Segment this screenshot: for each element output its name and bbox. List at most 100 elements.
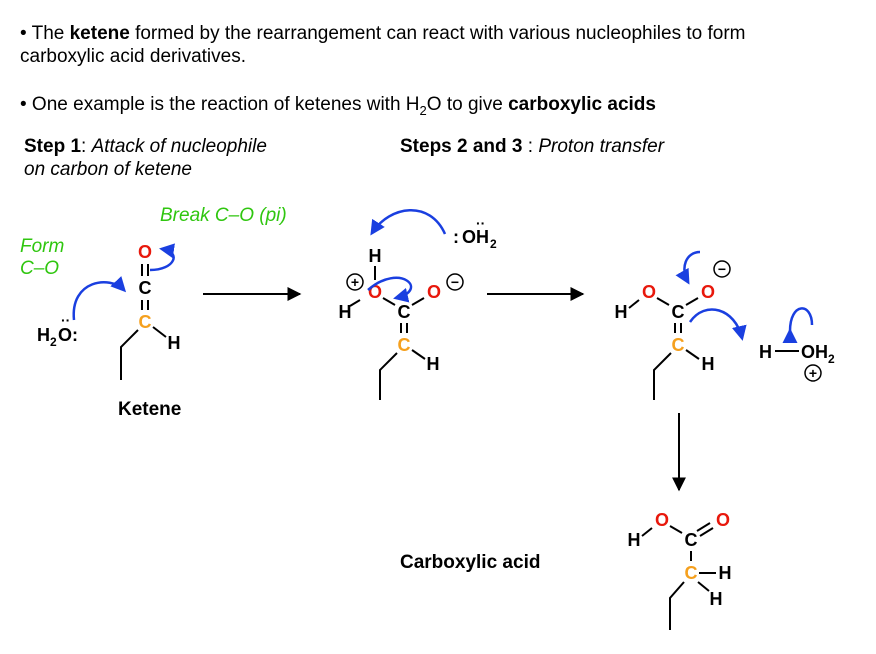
step1-sep: : [81, 136, 92, 157]
acid-ch-bond-2 [697, 581, 710, 592]
acid-hydroxyl-oxygen: O [655, 510, 669, 530]
break-annotation: Break C–O (pi) [160, 205, 287, 226]
acid-ho-bond [641, 527, 653, 537]
enol-ch-bond [685, 349, 700, 360]
intermediate-carbon: C [398, 302, 411, 322]
step23-heading: Steps 2 and 3 : Proton transfer [400, 136, 664, 158]
enol-protonation-arrow [688, 308, 747, 341]
intermediate-plus-charge-circle [346, 273, 364, 291]
intermediate-ethyl-chain [379, 352, 398, 400]
ketene-carbon: C [139, 278, 152, 298]
enol-oc-bond [656, 297, 670, 306]
water-lone-pair: ·· [61, 312, 70, 328]
step1-bold: Step 1 [24, 136, 82, 157]
enol-minus-charge: − [718, 261, 726, 277]
enol-intermediate: H O C O − C H [615, 260, 731, 400]
hydronium-plus-circle [804, 364, 822, 382]
acid-hydrogen-2: H [710, 589, 723, 609]
acid-carbonyl-carbon: C [685, 530, 698, 550]
acid-hydrogen-1: H [719, 563, 732, 583]
intermediate-top-hydrogen: H [369, 246, 382, 266]
hydronium-subscript: 2 [828, 352, 835, 366]
water-hydrogen: H [37, 325, 50, 345]
bullet-1-line2: carboxylic acid derivatives. [20, 46, 246, 67]
intermediate-alpha-carbon: C [398, 335, 411, 355]
hydronium-plus: + [809, 365, 817, 381]
bullet-2-mid: O to give [426, 94, 509, 115]
hydronium-hydrogen: H [759, 342, 772, 362]
ketene-hydrogen: H [168, 333, 181, 353]
carboxylic-acid-label: Carboxylic acid [400, 552, 541, 573]
water-molecule: H 2 O: ·· [37, 312, 78, 349]
hydronium-ion: H OH 2 + [759, 342, 835, 382]
intermediate-minus-charge: − [451, 274, 459, 290]
nucleophile-attack-arrow [72, 276, 127, 321]
step23-bold: Steps 2 and 3 [400, 136, 523, 157]
water-2: ·· : OH 2 [453, 215, 497, 251]
acid-left-hydrogen: H [628, 530, 641, 550]
hydronium-proton-arrow [782, 307, 814, 344]
enol-ethyl-chain [653, 352, 672, 400]
intermediate-oh-bond-left [349, 299, 361, 307]
enol-co-minus-bond [685, 297, 699, 306]
alkoxide-push-arrow [675, 250, 701, 285]
water-2-subscript: 2 [490, 237, 497, 251]
step23-italic: Proton transfer [538, 136, 665, 157]
ketene-ch-bond [152, 326, 167, 338]
enol-ho-bond [628, 299, 640, 309]
enol-minus-charge-circle [713, 260, 731, 278]
water-2-oh: OH [462, 227, 489, 247]
acid-ethyl-chain [669, 581, 685, 630]
intermediate-left-hydrogen: H [339, 302, 352, 322]
bullet-1-bold: ketene [69, 23, 130, 44]
intermediate-plus-charge: + [351, 274, 359, 290]
enol-left-hydrogen: H [615, 302, 628, 322]
intermediate-oc-bond [382, 297, 396, 306]
form-annotation-1: Form [20, 236, 65, 257]
ketene-alpha-carbon: C [139, 312, 152, 332]
bullet-2-bold: carboxylic acids [508, 94, 656, 115]
acid-co-double-bond-2 [699, 527, 714, 537]
bullet-2-sub: 2 [419, 102, 427, 118]
oh-bond-break-arrow [367, 276, 413, 303]
form-annotation-2: C–O [20, 258, 60, 279]
intermediate-co-minus-bond [411, 297, 425, 306]
carboxylic-acid-molecule: H O C O C H H [628, 510, 732, 630]
step23-sep: : [522, 136, 539, 157]
acid-oc-bond [669, 525, 683, 534]
proton-pickup-arrow [370, 209, 447, 236]
step1-heading: Step 1: Attack of nucleophile [24, 136, 267, 158]
enol-alkoxide-oxygen: O [701, 282, 715, 302]
step1-italic1: Attack of nucleophile [91, 136, 267, 157]
intermediate-alkoxide-oxygen: O [427, 282, 441, 302]
enol-oxygen: O [642, 282, 656, 302]
acid-co-double-bond-1 [696, 522, 711, 532]
water-2-colon: : [453, 227, 459, 247]
ketene-oxygen: O [138, 242, 152, 262]
intermediate-ch-bond [411, 349, 426, 360]
bullet-2-pre: • One example is the reaction of ketenes… [20, 94, 420, 115]
enol-carbon: C [672, 302, 685, 322]
step1-italic2: on carbon of ketene [24, 159, 192, 181]
step1-italic2-text: on carbon of ketene [24, 159, 192, 180]
bullet-1-pre: • The [20, 23, 70, 44]
acid-carbonyl-oxygen: O [716, 510, 730, 530]
bullet-2: • One example is the reaction of ketenes… [20, 94, 656, 122]
intermediate-molecule: H + O H C O − C H [339, 246, 464, 400]
intermediate-hydrogen: H [427, 354, 440, 374]
pi-break-arrow [149, 243, 175, 272]
acid-alpha-carbon: C [685, 563, 698, 583]
hydronium-oh: OH [801, 342, 828, 362]
enol-alpha-carbon: C [672, 335, 685, 355]
ketene-ethyl-chain [120, 329, 139, 380]
intermediate-minus-charge-circle [446, 273, 464, 291]
ketene-label: Ketene [118, 399, 182, 420]
water-oxygen: O: [58, 325, 78, 345]
bullet-1-post: formed by the rearrangement can react wi… [129, 23, 746, 44]
water-subscript: 2 [50, 335, 57, 349]
ketene-molecule: O C C H [120, 242, 181, 380]
water-2-lone-pair: ·· [476, 215, 485, 231]
bullet-1: • The ketene formed by the rearrangement… [20, 23, 746, 45]
enol-hydrogen: H [702, 354, 715, 374]
